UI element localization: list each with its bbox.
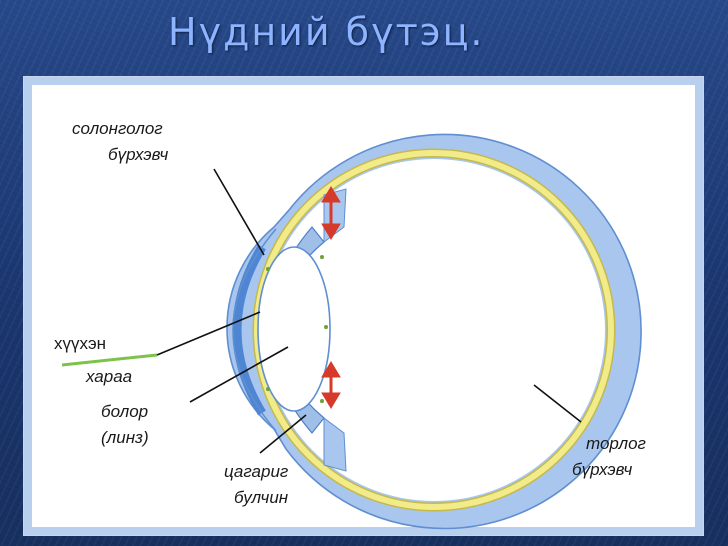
label-ciliary-1: цагариг xyxy=(224,462,288,481)
cornea-stripe xyxy=(232,244,266,416)
leader-cornea xyxy=(213,168,265,256)
leader-retina xyxy=(533,384,582,423)
slide-title: Нүдний бүтэц. xyxy=(168,10,485,54)
arrow-upper xyxy=(321,186,341,240)
label-lens-1: болор xyxy=(101,402,148,421)
leader-pupil xyxy=(156,311,261,356)
label-pupil-1: хүүхэн xyxy=(54,334,106,353)
label-cornea-1: солонголог xyxy=(72,119,163,138)
label-retina-1: торлог xyxy=(586,434,646,453)
leader-lens xyxy=(189,346,289,403)
vitreous-body xyxy=(263,159,605,501)
label-pupil-2: хараа xyxy=(85,367,132,386)
lens-zonule-dots xyxy=(266,255,328,404)
diagram-frame xyxy=(24,77,703,535)
arrow-lower xyxy=(321,361,341,409)
retina-band-inner xyxy=(254,150,614,510)
label-cornea-2: бүрхэвч xyxy=(108,145,169,164)
label-ciliary-2: булчин xyxy=(234,488,289,507)
pupil-ray xyxy=(61,353,158,367)
leader-ciliary xyxy=(259,414,307,454)
label-retina-2: бүрхэвч xyxy=(572,460,633,479)
ciliary-lower xyxy=(323,417,347,472)
eye-diagram: солонголог бүрхэвч хүүхэн хараа болор (л… xyxy=(24,77,703,535)
label-lens-2: (линз) xyxy=(101,428,149,447)
diagram-panel: солонголог бүрхэвч хүүхэн хараа болор (л… xyxy=(24,77,703,535)
lens xyxy=(257,246,331,412)
cornea-outer-edge xyxy=(232,228,277,432)
